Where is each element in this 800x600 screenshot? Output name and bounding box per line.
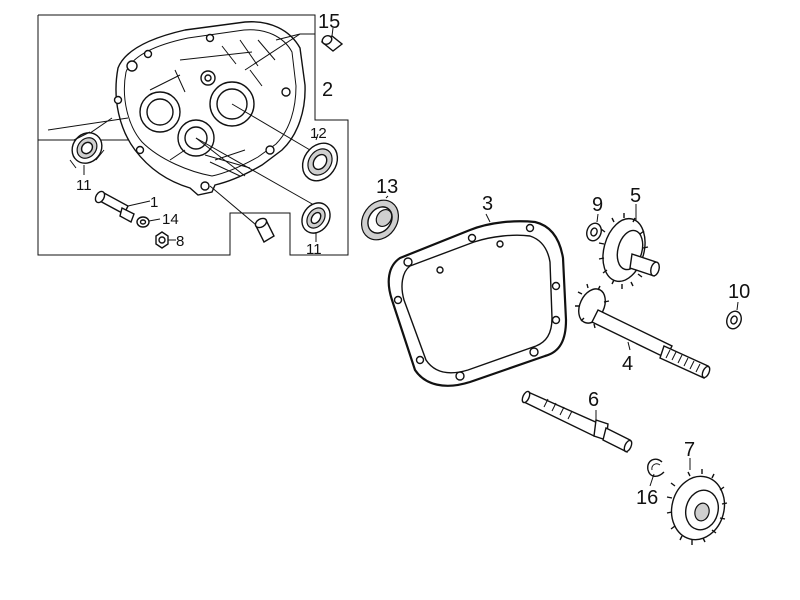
callout-15: 15: [318, 11, 340, 33]
callout-8: 8: [176, 233, 184, 250]
gasket-3: [387, 213, 568, 387]
washer-14: [136, 216, 161, 228]
callout-10: 10: [728, 281, 750, 303]
washer-10: [726, 301, 742, 330]
bearing-11-right: [301, 202, 331, 242]
callout-11-left: 11: [76, 177, 92, 194]
drive-shaft-4: [575, 283, 711, 379]
countershaft-6: [521, 390, 633, 454]
callout-5: 5: [630, 185, 641, 207]
bolt-1: [94, 190, 151, 224]
callout-13: 13: [376, 176, 398, 198]
dowel-pin-15: [320, 27, 344, 52]
bearing-11-left: [69, 131, 105, 175]
bearing-12: [301, 133, 339, 182]
callout-6: 6: [588, 389, 599, 411]
oil-seal-13: [360, 195, 400, 241]
gear-5: [598, 204, 660, 289]
callout-4: 4: [622, 353, 633, 375]
callout-14: 14: [162, 211, 179, 228]
callout-3: 3: [482, 193, 493, 215]
transmission-cover: [113, 21, 306, 196]
callout-12: 12: [310, 125, 327, 142]
callout-2: 2: [322, 79, 333, 101]
bushing: [254, 217, 275, 243]
callout-16: 16: [636, 487, 658, 509]
circlip-16: [647, 458, 665, 487]
callout-7: 7: [684, 439, 695, 461]
callout-1: 1: [150, 194, 158, 211]
washer-9: [586, 213, 602, 242]
callout-11-right: 11: [306, 241, 322, 258]
callout-labels: 15 2 12 11 1 14 8 11 13 3 9 5 10 4 6 7 1…: [76, 11, 750, 509]
nut-8: [155, 231, 176, 249]
final-gear-7: [666, 458, 728, 545]
callout-9: 9: [592, 194, 603, 216]
